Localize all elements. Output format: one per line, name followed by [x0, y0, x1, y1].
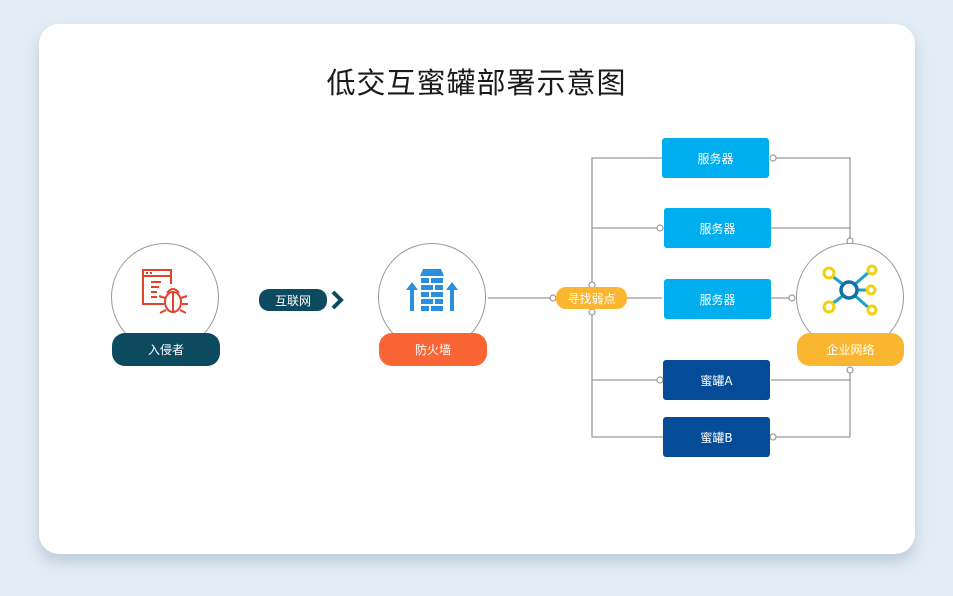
honeypot-label: 蜜罐B	[700, 430, 733, 445]
link-honeyB-enterprise	[773, 370, 851, 438]
port-dot	[846, 366, 854, 374]
diagram-title: 低交互蜜罐部署示意图	[326, 66, 627, 100]
port-dot	[788, 294, 796, 302]
link-scan-bus-up	[591, 157, 662, 287]
firewall-label-pill[interactable]: 防火墙	[379, 333, 487, 366]
internet-label: 互联网	[274, 293, 311, 308]
port-dot	[769, 433, 777, 441]
firewall-icon	[404, 266, 460, 320]
link-scan-bus-down	[591, 309, 663, 438]
port-dot	[656, 224, 664, 232]
port-dot	[769, 154, 777, 162]
server-box[interactable]: 服务器	[664, 208, 771, 248]
enterprise-label-pill[interactable]: 企业网络	[797, 333, 904, 366]
attacker-label: 入侵者	[147, 343, 184, 357]
honeypot-box[interactable]: 蜜罐A	[663, 360, 770, 400]
enterprise-label: 企业网络	[826, 343, 875, 357]
scan-tag[interactable]: 寻找弱点	[556, 287, 627, 309]
network-hub-icon	[820, 262, 880, 322]
port-dot	[588, 308, 596, 316]
attacker-label-pill[interactable]: 入侵者	[112, 333, 220, 366]
server-box[interactable]: 服务器	[662, 138, 769, 178]
chevron-right-icon	[331, 290, 344, 310]
scan-label: 寻找弱点	[567, 291, 616, 306]
server-box[interactable]: 服务器	[664, 279, 771, 319]
server-label: 服务器	[699, 292, 736, 307]
honeypot-box[interactable]: 蜜罐B	[663, 417, 770, 457]
honeypot-label: 蜜罐A	[700, 373, 733, 388]
server-label: 服务器	[699, 221, 736, 236]
bug-document-icon	[139, 266, 191, 322]
link-server1-enterprise	[773, 157, 851, 240]
internet-tag[interactable]: 互联网	[259, 289, 327, 311]
firewall-label: 防火墙	[414, 343, 451, 357]
server-label: 服务器	[697, 151, 734, 166]
